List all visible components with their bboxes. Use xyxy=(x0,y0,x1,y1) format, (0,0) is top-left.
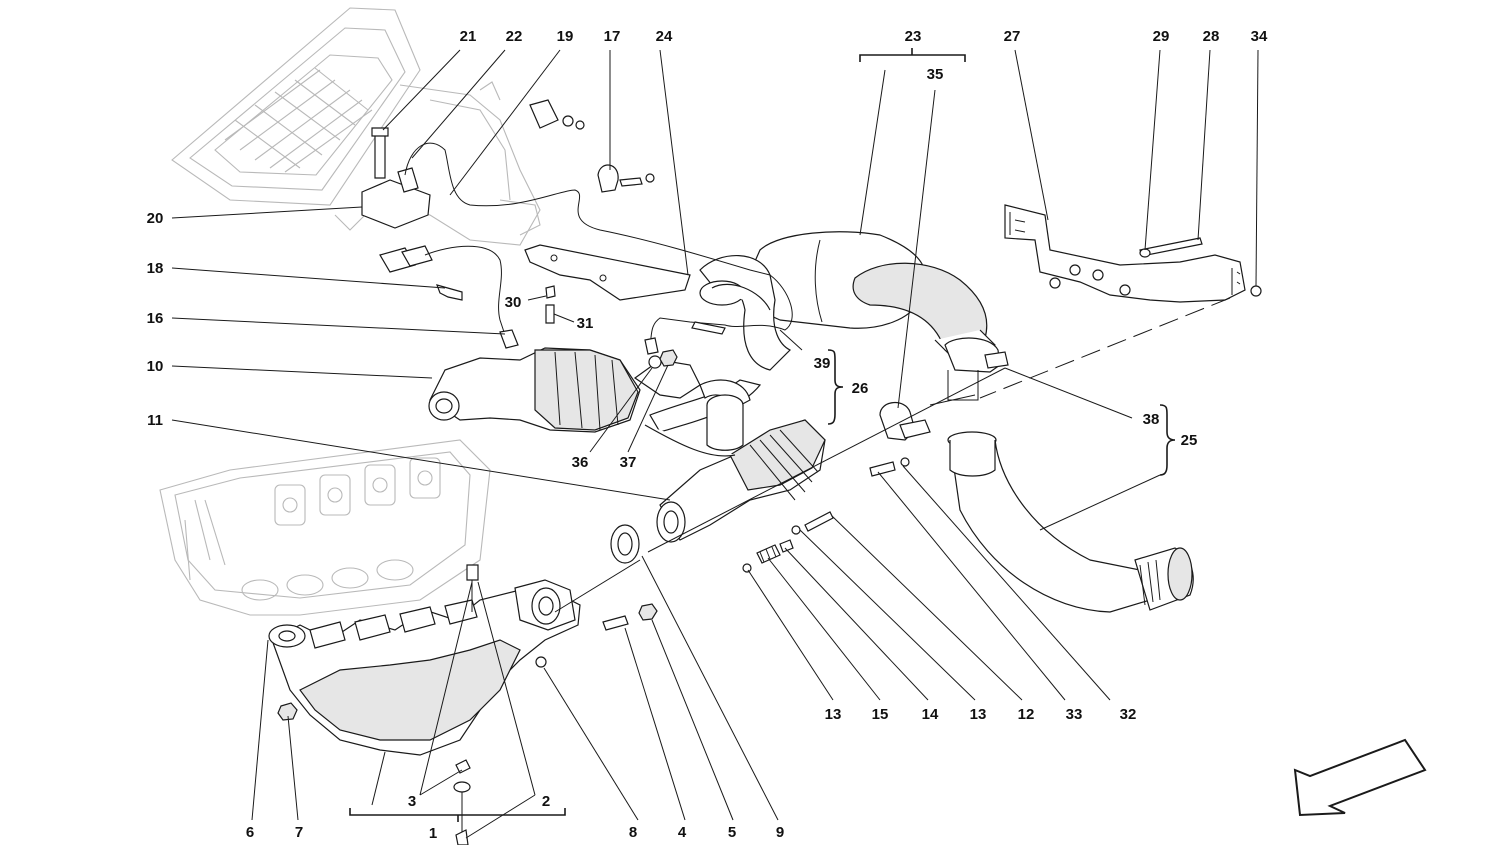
callout-30: 30 xyxy=(505,294,522,311)
catalytic-converter-lower xyxy=(644,379,826,543)
airbox-ghost xyxy=(171,7,541,246)
callout-34: 34 xyxy=(1251,28,1268,45)
callout-16: 16 xyxy=(147,310,164,327)
spring-bolt-parts-12-15 xyxy=(742,457,910,573)
callout-24: 24 xyxy=(656,28,673,45)
callout-17: 17 xyxy=(604,28,621,45)
bolt-nut-parts-4-5 xyxy=(602,603,658,631)
callout-4: 4 xyxy=(678,824,687,841)
nut-part-7 xyxy=(277,702,298,721)
callout-23: 23 xyxy=(905,28,922,45)
bracket-part-27 xyxy=(1004,204,1262,303)
callout-27: 27 xyxy=(1004,28,1021,45)
callout-36: 36 xyxy=(572,454,589,471)
callout-39: 39 xyxy=(814,355,831,372)
callout-2: 2 xyxy=(542,793,550,810)
callout-35: 35 xyxy=(927,66,944,83)
callout-26: 26 xyxy=(852,380,869,397)
callout-20: 20 xyxy=(147,210,164,227)
exhaust-manifold xyxy=(268,564,581,845)
callout-32: 32 xyxy=(1120,706,1137,723)
callout-1: 1 xyxy=(429,825,437,842)
arrow-direction-icon xyxy=(1293,738,1427,817)
gasket-part-9 xyxy=(610,524,640,564)
callout-14: 14 xyxy=(922,706,939,723)
clamps-parts-35-38 xyxy=(879,337,1009,441)
callout-3: 3 xyxy=(408,793,416,810)
engine-ghost xyxy=(159,439,491,616)
callout-31: 31 xyxy=(577,315,594,332)
catalytic-converter-upper xyxy=(428,347,701,433)
callout-12: 12 xyxy=(1018,706,1035,723)
callout-18: 18 xyxy=(147,260,164,277)
callout-15: 15 xyxy=(872,706,889,723)
callout-21: 21 xyxy=(460,28,477,45)
callout-13a: 13 xyxy=(825,706,842,723)
callout-25: 25 xyxy=(1181,432,1198,449)
group-brackets xyxy=(349,48,1176,822)
callout-11: 11 xyxy=(147,412,163,429)
callout-10: 10 xyxy=(147,358,164,375)
tailpipe-part-25 xyxy=(947,431,1194,613)
lambda-sensor-harness xyxy=(361,99,793,355)
callout-6: 6 xyxy=(246,824,254,841)
callout-9: 9 xyxy=(776,824,784,841)
callout-38: 38 xyxy=(1143,411,1160,428)
callout-13b: 13 xyxy=(970,706,987,723)
callout-29: 29 xyxy=(1153,28,1170,45)
callout-7: 7 xyxy=(295,824,303,841)
callout-labels: 21 22 19 17 24 23 35 27 29 28 34 20 18 1… xyxy=(147,28,1268,842)
leader-lines xyxy=(171,49,1259,839)
callout-5: 5 xyxy=(728,824,736,841)
callout-19: 19 xyxy=(557,28,574,45)
heat-shield-plate-part-24 xyxy=(524,244,691,324)
callout-37: 37 xyxy=(620,454,637,471)
callout-8: 8 xyxy=(629,824,637,841)
callout-33: 33 xyxy=(1066,706,1083,723)
callout-28: 28 xyxy=(1203,28,1220,45)
callout-22: 22 xyxy=(506,28,523,45)
sensor-fitting-parts-36-37 xyxy=(648,349,678,369)
